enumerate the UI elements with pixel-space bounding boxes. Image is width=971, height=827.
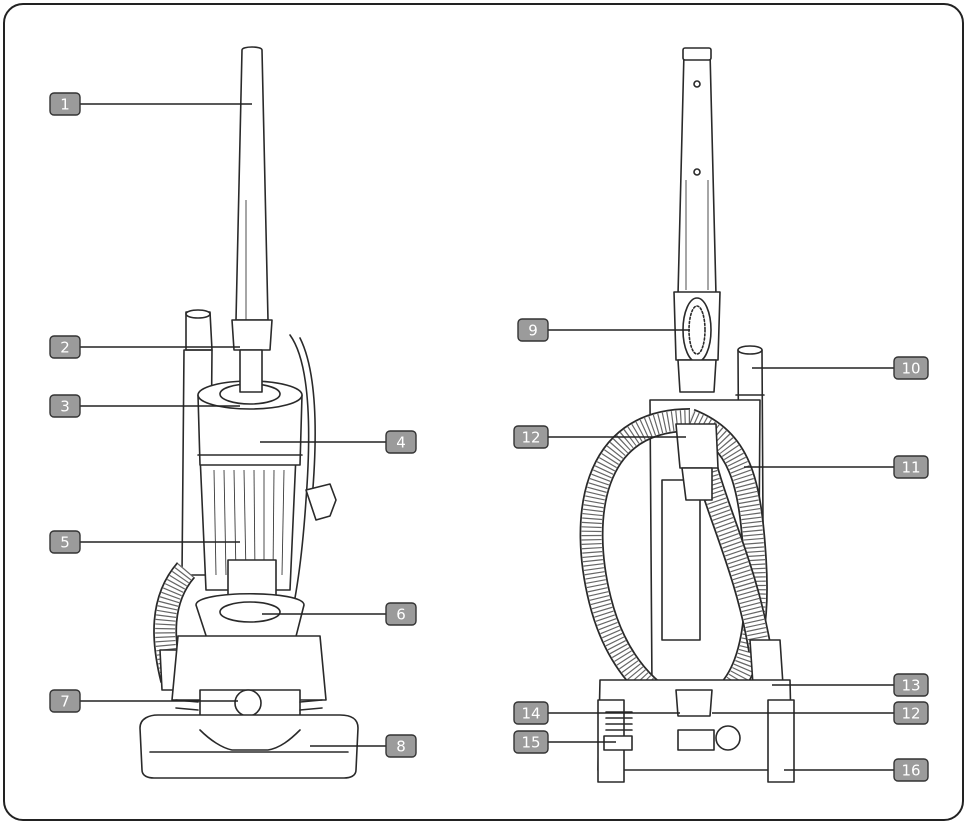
label-16: 16 — [893, 758, 929, 782]
label-12-top: 12 — [513, 425, 549, 449]
svg-text:7: 7 — [60, 693, 70, 711]
svg-text:15: 15 — [521, 734, 540, 752]
cord-knob — [305, 483, 337, 521]
svg-text:13: 13 — [901, 677, 920, 695]
svg-text:9: 9 — [528, 322, 538, 340]
svg-text:2: 2 — [60, 339, 70, 357]
leader-lines — [80, 103, 894, 771]
svg-text:10: 10 — [901, 360, 920, 378]
svg-text:11: 11 — [901, 459, 920, 477]
svg-text:12: 12 — [521, 429, 540, 447]
back-view — [579, 47, 795, 783]
svg-text:4: 4 — [396, 434, 406, 452]
label-14: 14 — [513, 701, 549, 725]
label-3: 3 — [49, 394, 81, 418]
label-13: 13 — [893, 673, 929, 697]
diagram-frame — [3, 3, 964, 821]
label-12-bottom: 12 — [893, 701, 929, 725]
svg-text:14: 14 — [521, 705, 540, 723]
label-7: 7 — [49, 689, 81, 713]
label-15: 15 — [513, 730, 549, 754]
label-10: 10 — [893, 356, 929, 380]
label-8: 8 — [385, 734, 417, 758]
label-2: 2 — [49, 335, 81, 359]
svg-text:16: 16 — [901, 762, 920, 780]
front-handle — [235, 46, 269, 321]
back-handle — [677, 51, 717, 296]
front-base — [171, 635, 327, 701]
front-floor-head — [139, 714, 359, 779]
label-11: 11 — [893, 455, 929, 479]
label-5: 5 — [49, 530, 81, 554]
svg-text:8: 8 — [396, 738, 406, 756]
cord-wrap — [287, 334, 310, 631]
svg-text:3: 3 — [60, 398, 70, 416]
svg-text:5: 5 — [60, 534, 70, 552]
label-1: 1 — [49, 92, 81, 116]
label-9: 9 — [517, 318, 549, 342]
svg-text:1: 1 — [60, 96, 70, 114]
label-4: 4 — [385, 430, 417, 454]
label-6: 6 — [385, 602, 417, 626]
svg-text:6: 6 — [396, 606, 406, 624]
front-view — [139, 46, 359, 779]
svg-text:12: 12 — [901, 705, 920, 723]
